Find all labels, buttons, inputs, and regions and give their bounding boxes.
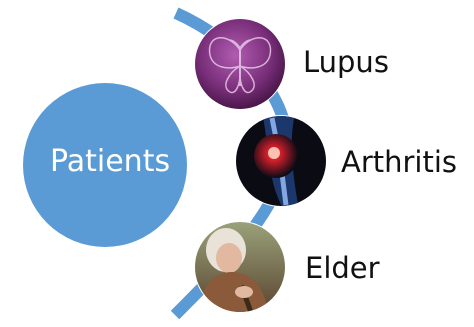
lupus-label: Lupus — [303, 48, 389, 77]
elderly-woman-icon — [194, 221, 286, 319]
knee-joint-icon — [235, 110, 327, 214]
arthritis-label: Arthritis — [341, 148, 457, 177]
patients-label: Patients — [50, 147, 170, 177]
elder-label: Elder — [305, 254, 380, 283]
butterfly-icon — [194, 18, 286, 110]
